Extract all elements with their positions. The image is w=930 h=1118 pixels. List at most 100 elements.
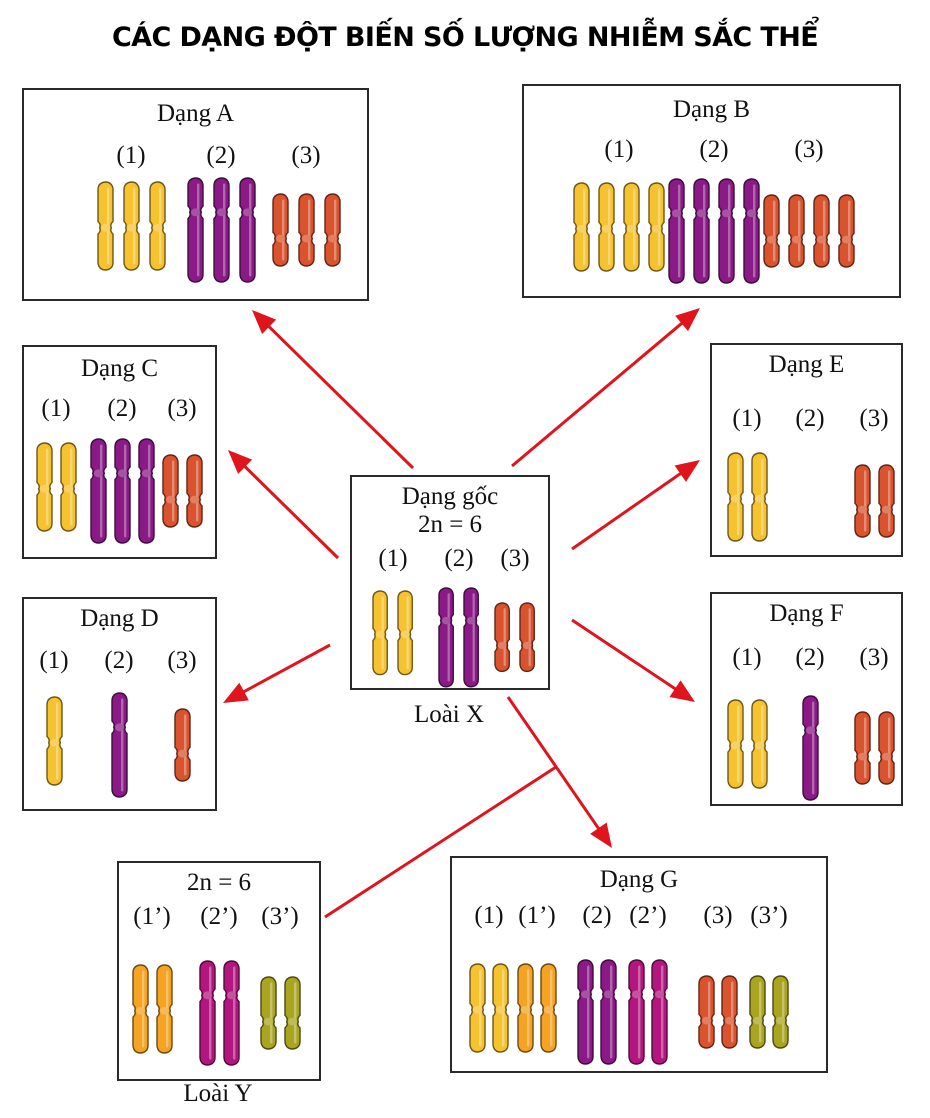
- arrow-head-icon: [223, 682, 249, 703]
- centromere: [722, 209, 731, 218]
- box-dang-b: Dạng B (1)(2)(3): [522, 84, 901, 298]
- centromere: [602, 224, 611, 233]
- chromosome-3: [853, 463, 872, 544]
- box-title: Dạng C: [80, 355, 159, 382]
- chromosome-1: [122, 180, 141, 277]
- centromere: [467, 617, 476, 625]
- chromosome-3: [173, 707, 192, 788]
- chromosome-3: [493, 601, 511, 678]
- box-title: Dạng D: [80, 605, 159, 632]
- centromere: [263, 1017, 273, 1026]
- chromosome-3p: [259, 975, 278, 1056]
- chromosome-2: [801, 694, 820, 807]
- chromosome-group-label: (1’): [518, 902, 556, 929]
- chromosome-1: [45, 695, 64, 792]
- chromosome-3p: [283, 975, 302, 1056]
- diagram-title: CÁC DẠNG ĐỘT BIẾN SỐ LƯỢNG NHIỄM SẮC THỂ: [111, 22, 819, 53]
- chromosome-2p: [627, 958, 646, 1071]
- chromosome-group-label: (1): [474, 902, 504, 929]
- centromere: [226, 991, 236, 1000]
- centromere: [523, 641, 532, 649]
- centromere: [604, 990, 613, 999]
- chromosome-1: [35, 441, 54, 538]
- chromosome-group-label: (2): [795, 644, 825, 671]
- chromosome-body: [772, 975, 789, 1049]
- chromosome-3: [297, 192, 316, 273]
- chromosome-body: [577, 959, 594, 1065]
- centromere: [165, 495, 175, 504]
- centromere: [114, 723, 124, 732]
- box-dang-f: Dạng F (1)(2)(3): [710, 592, 903, 806]
- chromosome-1: [468, 962, 487, 1059]
- chromosome-2: [667, 177, 686, 290]
- arrow-origin-c: [228, 450, 340, 560]
- chromosome-1: [96, 180, 115, 277]
- centromere: [117, 469, 127, 478]
- chromosome-3: [271, 192, 290, 273]
- chromosome-1: [750, 451, 769, 548]
- chromosome-1: [597, 181, 616, 278]
- chromosome-body: [749, 975, 766, 1049]
- centromere: [126, 223, 136, 232]
- arrow-origin-a: [252, 310, 415, 470]
- chromosome-group-label: (3’): [750, 902, 788, 929]
- chromosome-body: [698, 975, 715, 1049]
- centromere: [747, 209, 756, 218]
- chromosome-1p: [539, 962, 558, 1059]
- chromosome-1: [572, 181, 591, 278]
- arrow-head-icon: [590, 822, 612, 848]
- arrow-head-icon: [252, 310, 277, 334]
- chromosome-2: [692, 177, 711, 290]
- box-title: Dạng E: [768, 351, 845, 378]
- centromere: [39, 484, 49, 493]
- chromosome-body: [198, 960, 216, 1066]
- chromosome-group-label: (1): [39, 647, 69, 674]
- chromosome-2: [113, 437, 132, 550]
- chromosome-1: [371, 589, 389, 682]
- arrow-head-icon: [675, 308, 700, 332]
- chromosome-group-label: (1): [378, 545, 408, 572]
- chromosome-group-label: (2’): [629, 902, 667, 929]
- centromere: [152, 223, 162, 232]
- centromere: [697, 209, 706, 218]
- chromosome-2: [717, 177, 736, 290]
- chromosome-3: [877, 463, 896, 544]
- arrow-line: [511, 318, 688, 468]
- chromosome-body: [877, 464, 895, 538]
- arrow-origin-g: [506, 696, 612, 848]
- chromosome-body: [721, 975, 738, 1049]
- centromere: [730, 494, 740, 503]
- centromere: [327, 234, 337, 243]
- box-title: Dạng B: [672, 96, 751, 123]
- chromosome-group-label: (1): [732, 405, 762, 432]
- arrow-line: [571, 469, 687, 551]
- chromosome-3p: [771, 974, 790, 1055]
- chromosome-group-label: (2): [699, 136, 729, 163]
- chromosome-3: [762, 193, 781, 274]
- centromere: [141, 469, 151, 478]
- chromosome-body: [259, 976, 277, 1050]
- chromosome-body: [297, 193, 315, 267]
- chromosome-3: [518, 601, 536, 678]
- chromosome-group-label: (2): [582, 902, 612, 929]
- centromere: [581, 990, 590, 999]
- box-dang-e: Dạng E (1)(2)(3): [710, 343, 903, 557]
- chromosome-body: [743, 178, 760, 284]
- chromosome-body: [271, 193, 289, 267]
- box-subtitle: 2n = 6: [417, 511, 483, 538]
- chromosome-1: [750, 698, 769, 795]
- chromosome-1: [59, 441, 78, 538]
- centromere: [275, 234, 285, 243]
- chromosome-body: [628, 959, 645, 1065]
- centromere: [655, 990, 664, 999]
- box-dang-d: Dạng D (1)(2)(3): [22, 597, 217, 811]
- chromosome-group-label: (2): [107, 395, 137, 422]
- chromosome-2: [238, 176, 257, 289]
- centromere: [100, 223, 110, 232]
- chromosome-3: [323, 192, 342, 273]
- chromosome-body: [323, 193, 341, 267]
- arrow-head-icon: [228, 450, 253, 474]
- box-title: Dạng A: [156, 100, 235, 127]
- chromosome-body: [877, 711, 895, 785]
- chromosome-3: [853, 710, 872, 791]
